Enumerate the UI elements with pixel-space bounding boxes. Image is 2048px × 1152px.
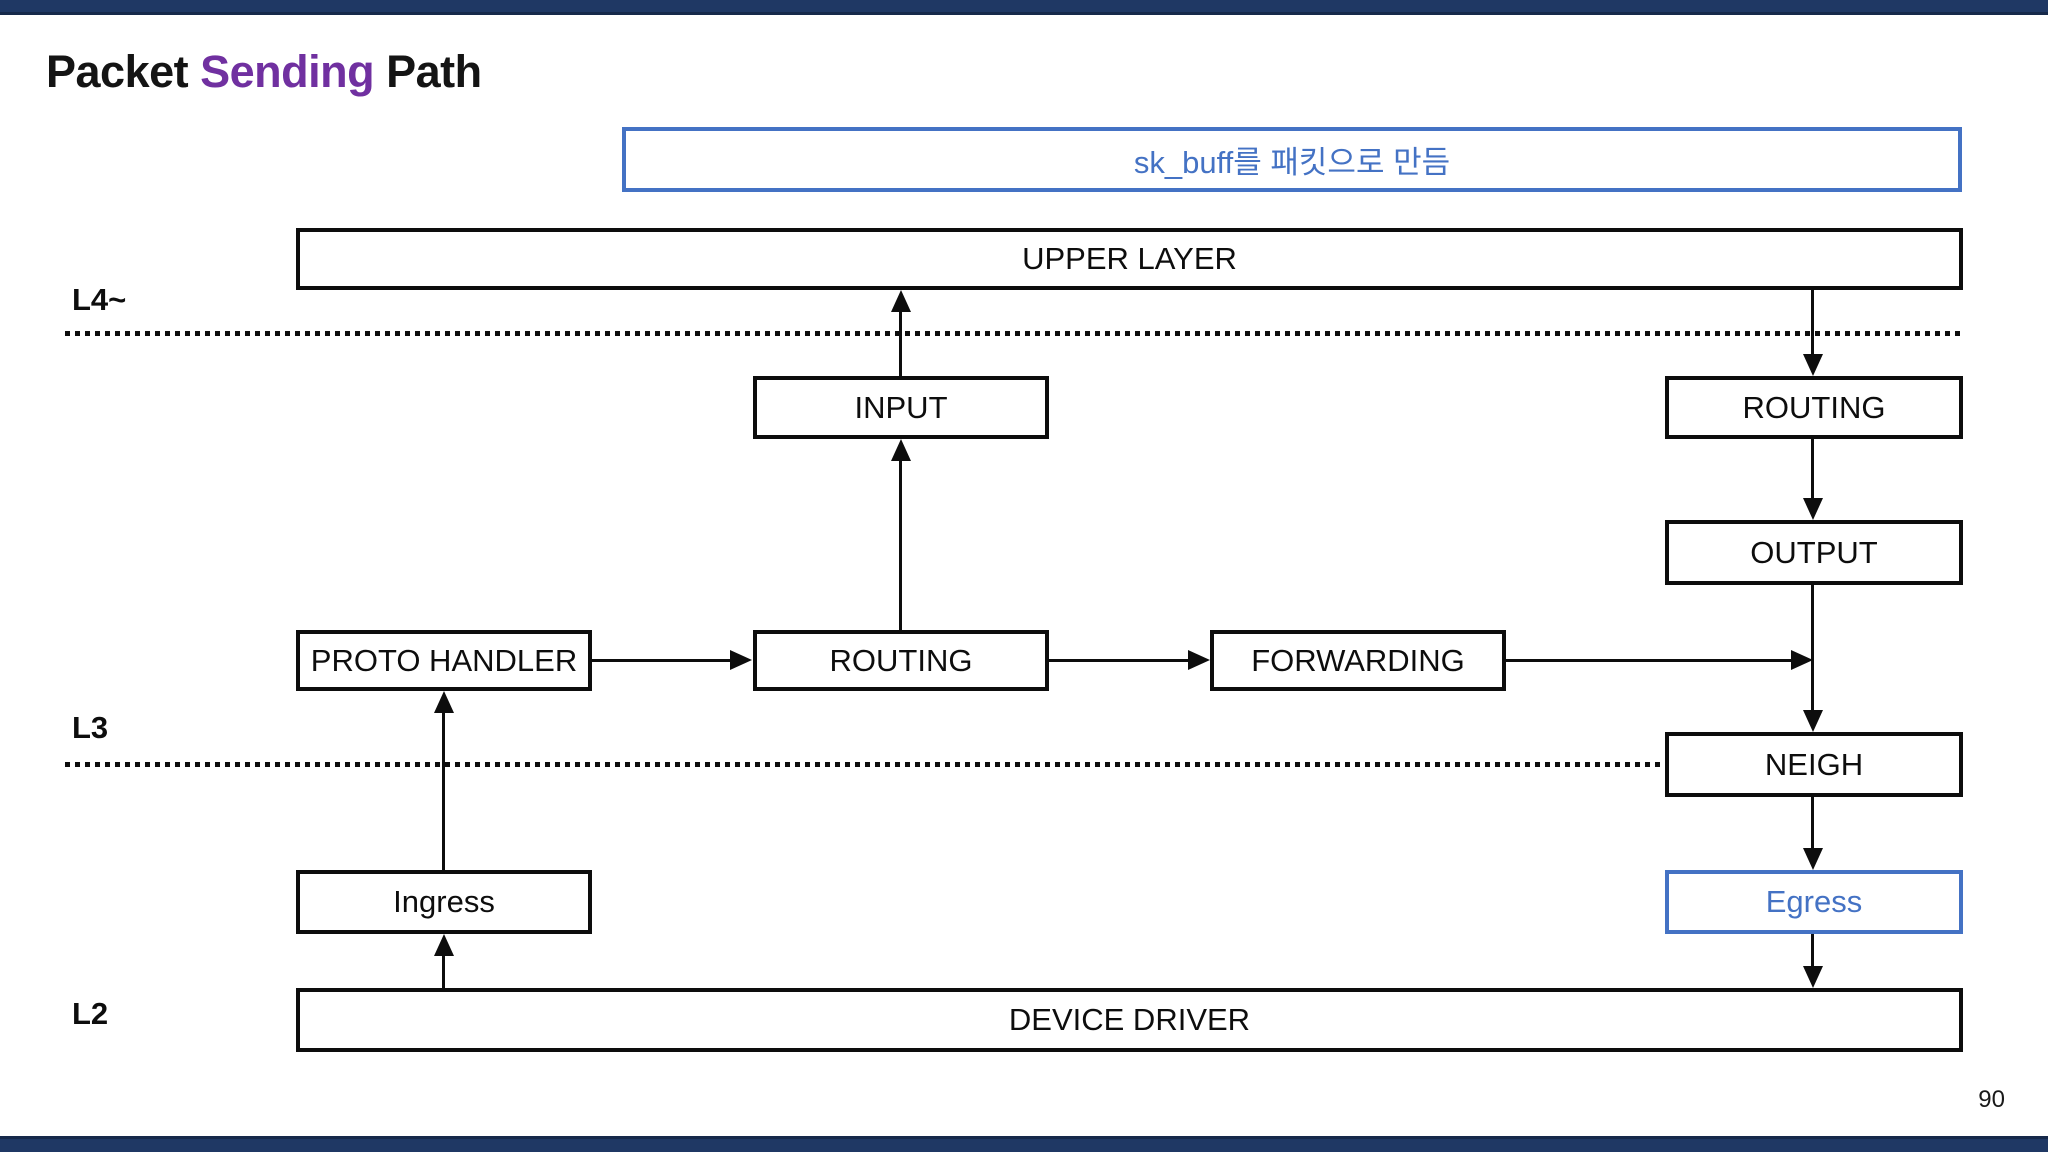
node-output: OUTPUT <box>1665 520 1963 585</box>
node-forwarding: FORWARDING <box>1210 630 1506 691</box>
node-device-driver: DEVICE DRIVER <box>296 988 1963 1052</box>
node-routing-right: ROUTING <box>1665 376 1963 439</box>
title-part-1: Packet <box>46 46 201 97</box>
line-neigh-to-egress <box>1811 797 1814 852</box>
title-part-3: Path <box>374 46 482 97</box>
callout-sk-buff: sk_buff를 패킷으로 만듬 <box>622 127 1962 192</box>
arrowhead-proto-handler-to-routing-center <box>730 650 752 670</box>
layer-divider-l4 <box>65 331 1961 336</box>
arrowhead-output-to-neigh <box>1803 710 1823 732</box>
arrowhead-neigh-to-egress <box>1803 848 1823 870</box>
page-number: 90 <box>1978 1086 2005 1113</box>
page-title: Packet Sending Path <box>46 46 482 98</box>
node-ingress: Ingress <box>296 870 592 934</box>
line-proto-handler-to-routing-center <box>592 659 730 662</box>
line-routing-center-to-forwarding <box>1049 659 1188 662</box>
line-upper-layer-to-routing-right <box>1811 290 1814 358</box>
arrowhead-routing-center-to-forwarding <box>1188 650 1210 670</box>
line-routing-right-to-output <box>1811 439 1814 502</box>
arrowhead-device-driver-to-ingress <box>434 934 454 956</box>
line-output-to-neigh <box>1811 585 1814 714</box>
arrowhead-routing-right-to-output <box>1803 498 1823 520</box>
arrowhead-egress-to-device-driver <box>1803 966 1823 988</box>
node-input: INPUT <box>753 376 1049 439</box>
arrowhead-upper-layer-to-routing-right <box>1803 354 1823 376</box>
line-input-to-upper-layer <box>899 308 902 376</box>
title-part-2: Sending <box>200 46 375 97</box>
line-forwarding-to-output-path <box>1506 659 1791 662</box>
arrowhead-forwarding-to-output-path <box>1791 650 1813 670</box>
layer-label-l2: L2 <box>72 996 109 1031</box>
line-device-driver-to-ingress <box>442 952 445 988</box>
line-ingress-to-proto-handler <box>442 709 445 870</box>
line-egress-to-device-driver <box>1811 934 1814 970</box>
arrowhead-input-to-upper-layer <box>891 290 911 312</box>
layer-divider-l3 <box>65 762 1660 767</box>
layer-label-l3: L3 <box>72 710 109 745</box>
node-neigh: NEIGH <box>1665 732 1963 797</box>
bottom-accent-bar <box>0 1136 2048 1152</box>
layer-label-l4: L4~ <box>72 282 127 317</box>
top-accent-bar <box>0 0 2048 15</box>
arrowhead-ingress-to-proto-handler <box>434 691 454 713</box>
node-egress: Egress <box>1665 870 1963 934</box>
node-proto-handler: PROTO HANDLER <box>296 630 592 691</box>
arrowhead-routing-center-to-input <box>891 439 911 461</box>
line-routing-center-to-input <box>899 457 902 630</box>
node-upper-layer: UPPER LAYER <box>296 228 1963 290</box>
node-routing-center: ROUTING <box>753 630 1049 691</box>
